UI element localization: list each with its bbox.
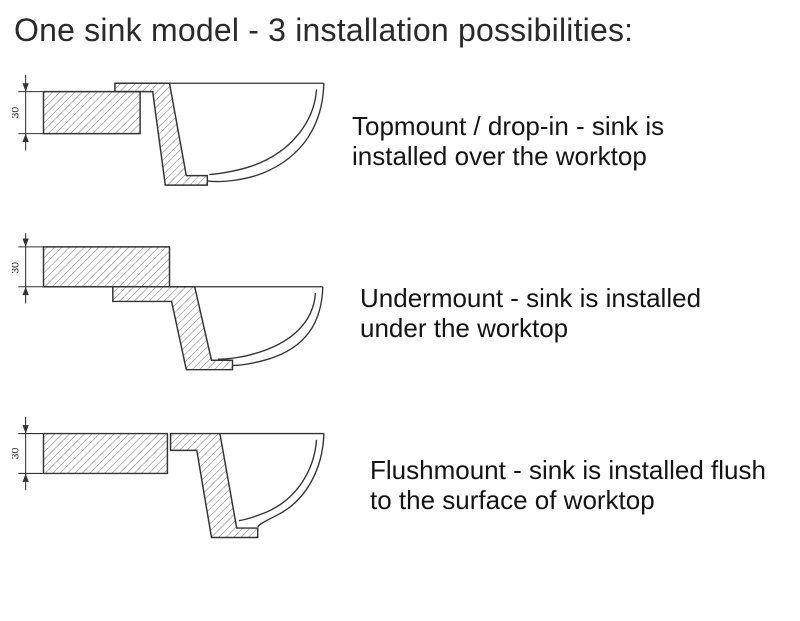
flushmount-drawing: 30 [12,402,348,568]
arrow-icon [22,425,29,434]
page-title: One sink model - 3 installation possibil… [14,12,634,48]
worktop-section [42,90,141,135]
flushmount-caption: Flushmount - sink is installed flush to … [370,454,766,515]
row-topmount: 30 Topmount / drop-in - sink is installe… [12,55,800,227]
sink-section [169,432,259,539]
diagram-page: One sink model - 3 installation possibil… [12,12,800,571]
flushmount-diagram: 30 [12,416,325,539]
topmount-drawing: 30 [12,58,348,224]
sink-bowl-outline [194,286,324,367]
topmount-caption: Topmount / drop-in - sink is installed o… [352,110,665,171]
sink-bowl-outline [219,432,325,528]
sink-section [112,286,234,371]
dimension-label: 30 [12,262,21,274]
dimension-label: 30 [12,448,21,460]
row-undermount: 30 Undermount - sink is installed under … [12,227,800,399]
arrow-icon [22,83,29,92]
arrow-icon [22,238,29,247]
undermount-drawing: 30 [12,230,348,396]
arrow-icon [22,286,29,296]
worktop-section [42,432,169,475]
sink-section [114,82,209,186]
row-flushmount: 30 Flushmount - sink is installed flush … [12,399,800,571]
dimension-label: 30 [12,107,21,119]
arrow-icon [22,133,29,143]
worktop-section [42,246,171,288]
dimension-marker: 30 [12,233,44,304]
undermount-diagram: 30 [12,233,324,371]
dimension-marker: 30 [12,416,44,491]
dimension-marker: 30 [12,74,44,151]
sink-bowl-outline [169,82,325,183]
arrow-icon [22,473,29,482]
undermount-caption: Undermount - sink is installed under the… [360,282,702,343]
topmount-diagram: 30 [12,74,325,186]
